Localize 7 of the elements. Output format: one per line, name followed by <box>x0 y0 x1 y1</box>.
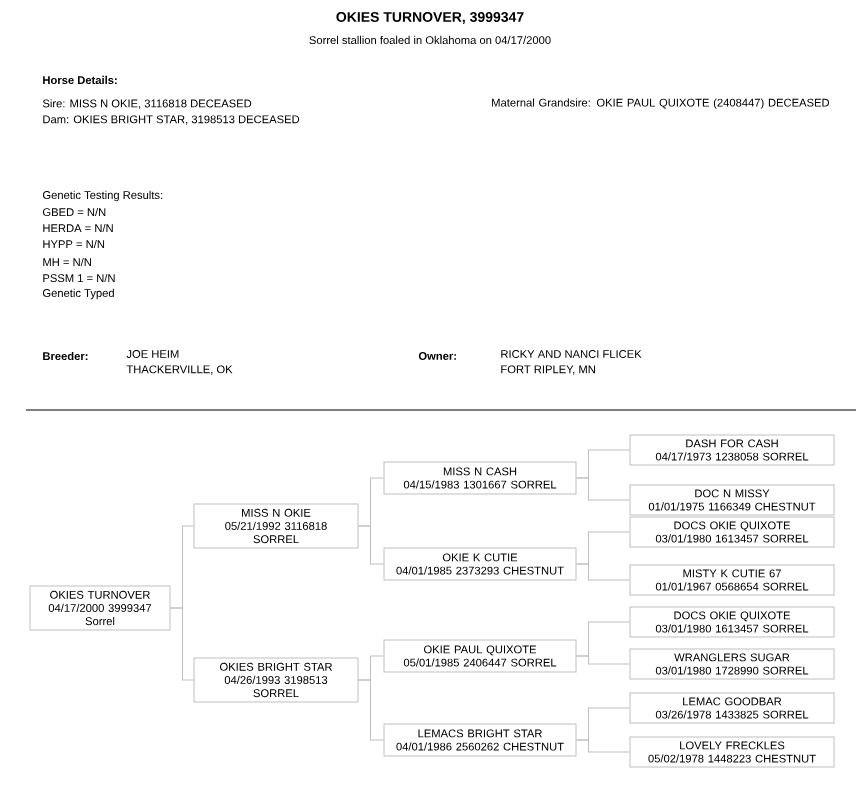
connector-line <box>576 739 630 753</box>
connector-line <box>576 655 630 665</box>
connector-line <box>358 525 384 565</box>
connector-line <box>576 477 630 501</box>
connector-line <box>576 563 630 581</box>
connector-line <box>358 679 384 741</box>
connector-line <box>170 607 194 681</box>
